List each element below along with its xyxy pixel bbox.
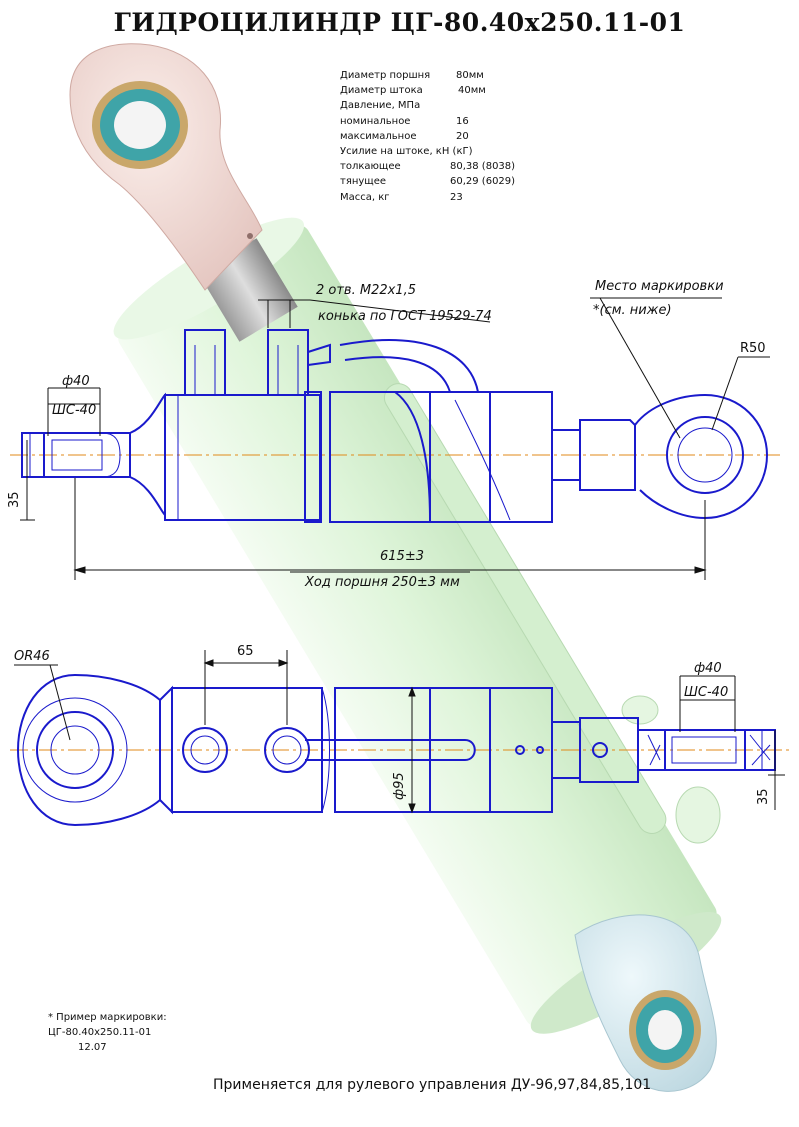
spec-label: толкающее [340, 161, 401, 173]
spec-label: Диаметр штока [340, 85, 423, 97]
spec-row: Давление, МПа [340, 98, 472, 113]
spec-label: номинальное [340, 115, 411, 127]
ports-label: 2 отв. М22х1,5 [316, 283, 416, 298]
spec-value: 60,29 (6029) [450, 176, 516, 188]
phi40-left-label: ф40 [62, 374, 90, 389]
phi40-right-label: ф40 [694, 661, 722, 676]
spec-value: 16 [456, 115, 469, 127]
length-label: 615±3 [380, 549, 424, 564]
spec-label: Усилие на штоке, кН (кГ) [340, 145, 473, 157]
spec-label: Масса, кг [340, 191, 390, 203]
dimension-labels: 2 отв. М22х1,5 конька по ГОСТ 19529-74 М… [7, 279, 771, 805]
marking-example-heading: * Пример маркировки: [48, 1012, 167, 1023]
or46-label: ОR46 [14, 649, 50, 664]
marking-example-date: 12.07 [78, 1042, 107, 1053]
hydraulic-tube [383, 383, 667, 834]
marking-see-label: *(см. ниже) [593, 303, 672, 318]
stroke-label: Ход поршня 250±3 мм [304, 575, 460, 590]
top-view [10, 329, 780, 523]
spec-row: номинальное 16 [340, 114, 472, 129]
port-boss [675, 786, 721, 844]
marking-example-code: ЦГ-80.40х250.11-01 [48, 1027, 152, 1038]
spec-row: Усилие на штоке, кН (кГ) [340, 144, 472, 159]
application-note: Применяется для рулевого управления ДУ-9… [213, 1077, 652, 1093]
spec-value: 23 [450, 191, 463, 203]
spec-value: 20 [456, 130, 469, 142]
bottom-view [10, 673, 790, 827]
spec-row: тянущее 60,29 (6029) [340, 174, 515, 189]
dimensions [14, 297, 785, 814]
spec-row: максимальное 20 [340, 129, 472, 144]
spec-row: Диаметр штока 40мм [340, 83, 486, 98]
shs40-left-label: ШС-40 [52, 403, 96, 418]
bottom-eye [574, 914, 717, 1092]
spec-label: тянущее [340, 176, 387, 188]
phi95-label: ф95 [392, 772, 407, 800]
spec-value: 80мм [456, 70, 484, 81]
shs40-right-label: ШС-40 [684, 685, 728, 700]
spec-row: толкающее 80,38 (8038) [340, 159, 515, 174]
spec-value: 80,38 (8038) [450, 161, 516, 173]
dim35-left-label: 35 [7, 491, 22, 508]
spec-label: максимальное [340, 130, 417, 142]
ports-gost-label: конька по ГОСТ 19529-74 [318, 309, 492, 324]
spec-value: 40мм [458, 85, 486, 97]
spec-row: Масса, кг 23 [340, 190, 472, 205]
spec-label: Диаметр поршня [340, 70, 431, 81]
specifications-table: Диаметр поршня 80мм Диаметр штока 40мм Д… [340, 68, 515, 205]
marking-example: * Пример маркировки: ЦГ-80.40х250.11-01 … [48, 1010, 167, 1055]
dim35-right-label: 35 [756, 788, 771, 805]
r50-label: R50 [740, 341, 766, 356]
dim65-label: 65 [237, 644, 254, 659]
spec-row: Диаметр поршня 80мм [340, 68, 484, 83]
marking-place-label: Место маркировки [595, 279, 724, 294]
page-title: ГИДРОЦИЛИНДР ЦГ-80.40х250.11-01 [113, 8, 686, 37]
rod-eye [69, 43, 263, 291]
spec-label: Давление, МПа [340, 100, 421, 112]
